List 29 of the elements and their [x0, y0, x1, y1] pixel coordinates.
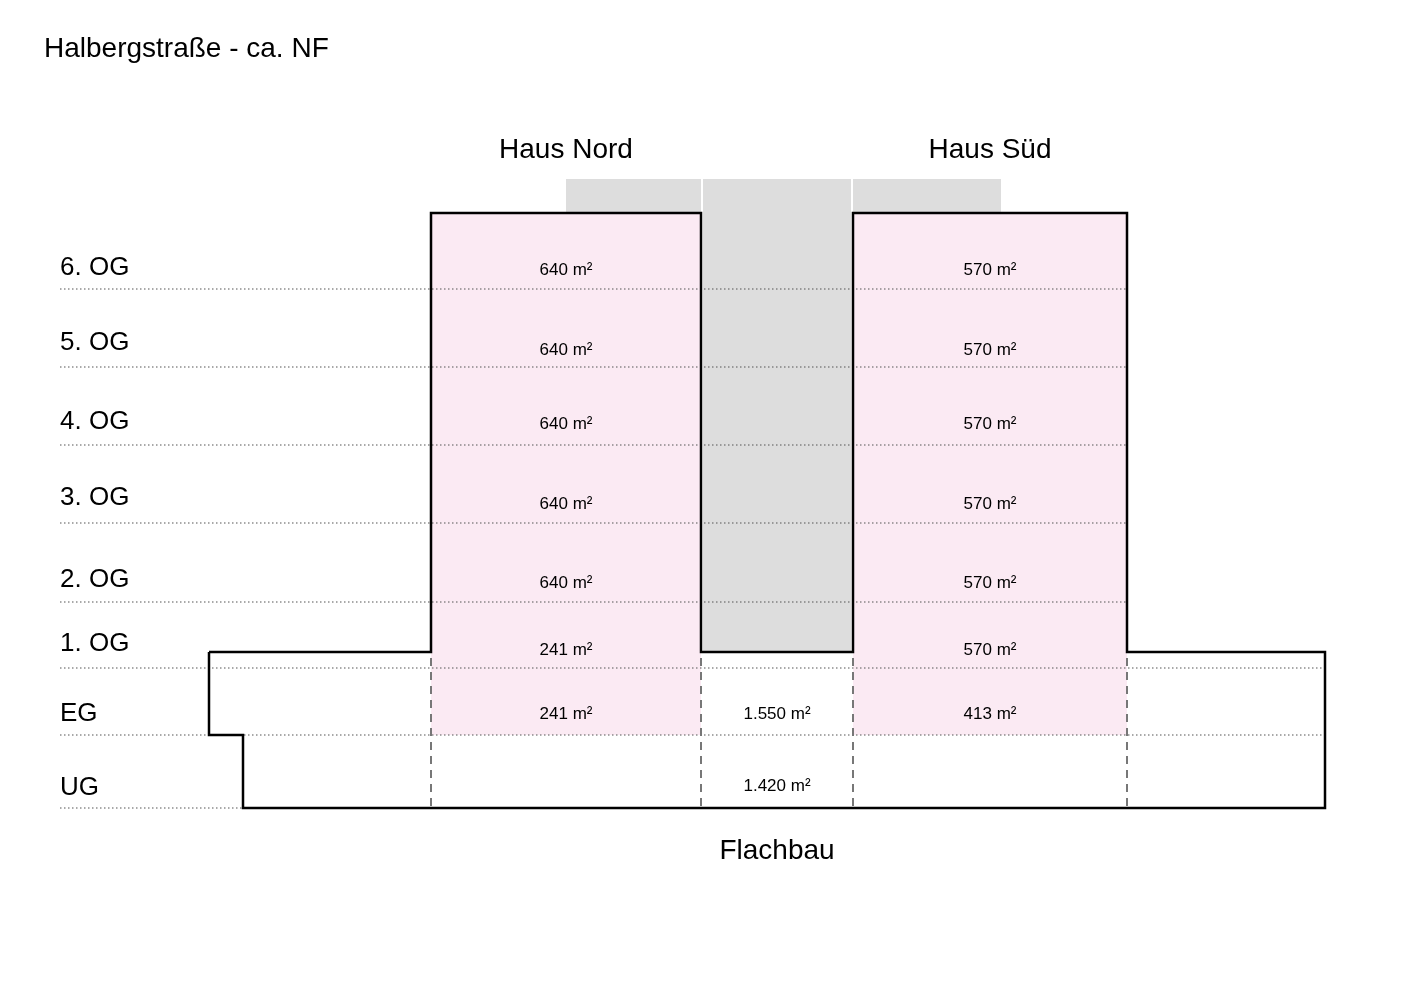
floor-area-value: 640 m² [539, 260, 593, 280]
floor-label: 3. OG [60, 480, 130, 512]
floor-area-value: 241 m² [539, 704, 593, 724]
floor-area-value: 570 m² [963, 340, 1017, 360]
floor-area-value: 640 m² [539, 494, 593, 514]
floor-area-value: 570 m² [963, 573, 1017, 593]
floor-area-value: 640 m² [539, 340, 593, 360]
building-name: Haus Süd [928, 133, 1052, 165]
floor-label: 2. OG [60, 562, 130, 594]
floor-area-value: 640 m² [539, 414, 593, 434]
floor-label: 5. OG [60, 325, 130, 357]
floor-area-value: 241 m² [539, 640, 593, 660]
floor-label: EG [60, 696, 98, 728]
floor-label: UG [60, 770, 99, 802]
floor-area-value: 570 m² [963, 494, 1017, 514]
floor-area-value: 640 m² [539, 573, 593, 593]
floor-label: 6. OG [60, 250, 130, 282]
diagram-title: Halbergstraße - ca. NF [44, 32, 329, 64]
floor-area-value: 1.420 m² [743, 776, 811, 796]
floor-label: 1. OG [60, 626, 130, 658]
floor-area-value: 1.550 m² [743, 704, 811, 724]
building-name: Flachbau [719, 834, 835, 866]
floor-area-value: 570 m² [963, 640, 1017, 660]
floor-label: 4. OG [60, 404, 130, 436]
floor-area-value: 570 m² [963, 260, 1017, 280]
floor-area-value: 413 m² [963, 704, 1017, 724]
floor-area-value: 570 m² [963, 414, 1017, 434]
stair-core-block [703, 179, 851, 652]
building-name: Haus Nord [499, 133, 633, 165]
